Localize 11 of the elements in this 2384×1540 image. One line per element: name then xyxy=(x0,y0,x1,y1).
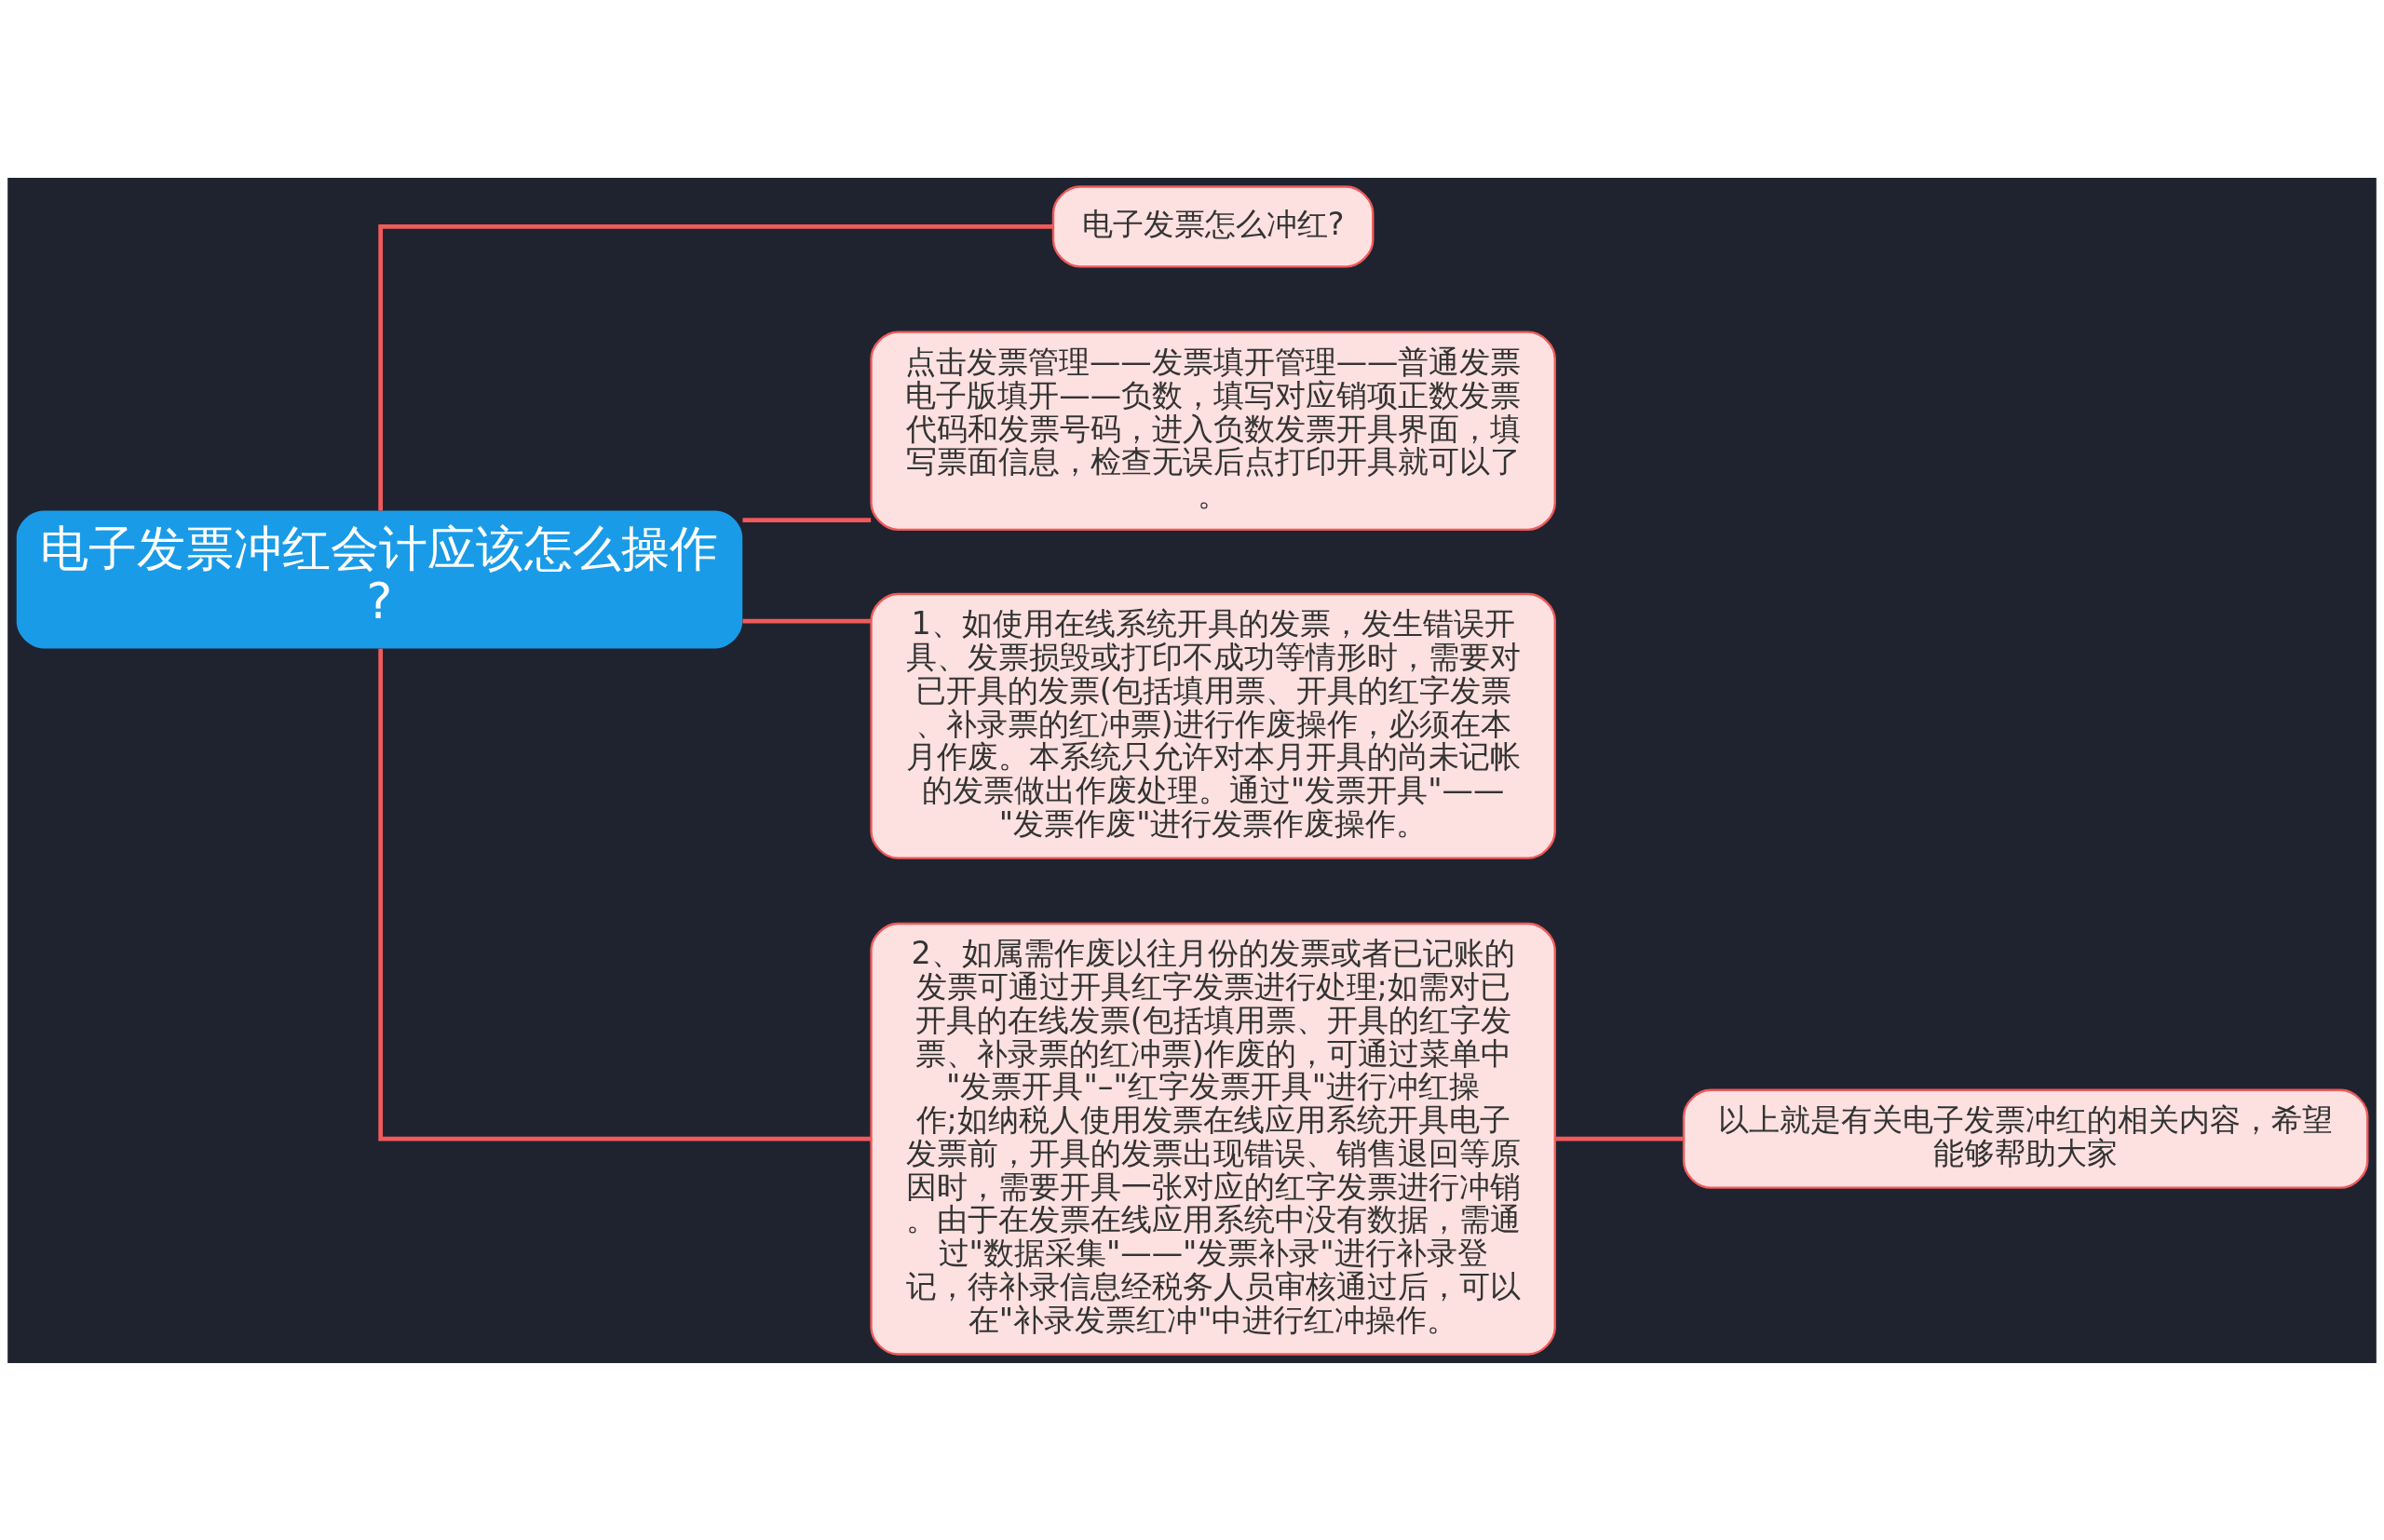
node-box: 电子发票怎么冲红? xyxy=(1051,184,1375,268)
node-box: 1、如使用在线系统开具的发票，发生错误开具、发票损毁或打印不成功等情形时，需要对已开具的发票(包括填用票、开具的红字发票、补录票的红冲票)进行作废操作，必须在本月作废。本系统只允许对本月开具的尚未记帐的发票做出作废处理。通过"发票开具"——"发票作废"进行发票作废操作。 xyxy=(870,592,1556,859)
node-box: 以上就是有关电子发票冲红的相关内容，希望能够帮助大家 xyxy=(1682,1088,2369,1189)
connector xyxy=(742,517,872,522)
node-box: 2、如属需作废以往月份的发票或者已记账的发票可通过开具红字发票进行处理;如需对已开具的在线发票(包括填用票、开具的红字发票、补录票的红冲票)作废的，可通过菜单中"发票开具"–"红字发票开具"进行冲红操作;如纳税人使用发票在线应用系统开具电子发票前，开具的发票出现错误、销售退回等原因时，需要开具一张对应的红字发票进行冲销。由于在发票在线应用系统中没有数据，需通过"数据采集"——"发票补录"进行补录登记，待补录信息经税务人员审核通过后，可以在"补录发票红冲"中进行红冲操作。 xyxy=(870,922,1556,1356)
connector xyxy=(1555,1136,1684,1141)
node-box: 电子发票冲红会计应该怎么操作? xyxy=(16,510,743,648)
connector xyxy=(378,223,1053,510)
connector xyxy=(378,648,872,1141)
connector xyxy=(742,618,872,624)
node-box: 点击发票管理——发票填开管理——普通发票电子版填开——负数，填写对应销项正数发票代码和发票号码，进入负数发票开具界面，填写票面信息，检查无误后点打印开具就可以了。 xyxy=(870,331,1556,531)
